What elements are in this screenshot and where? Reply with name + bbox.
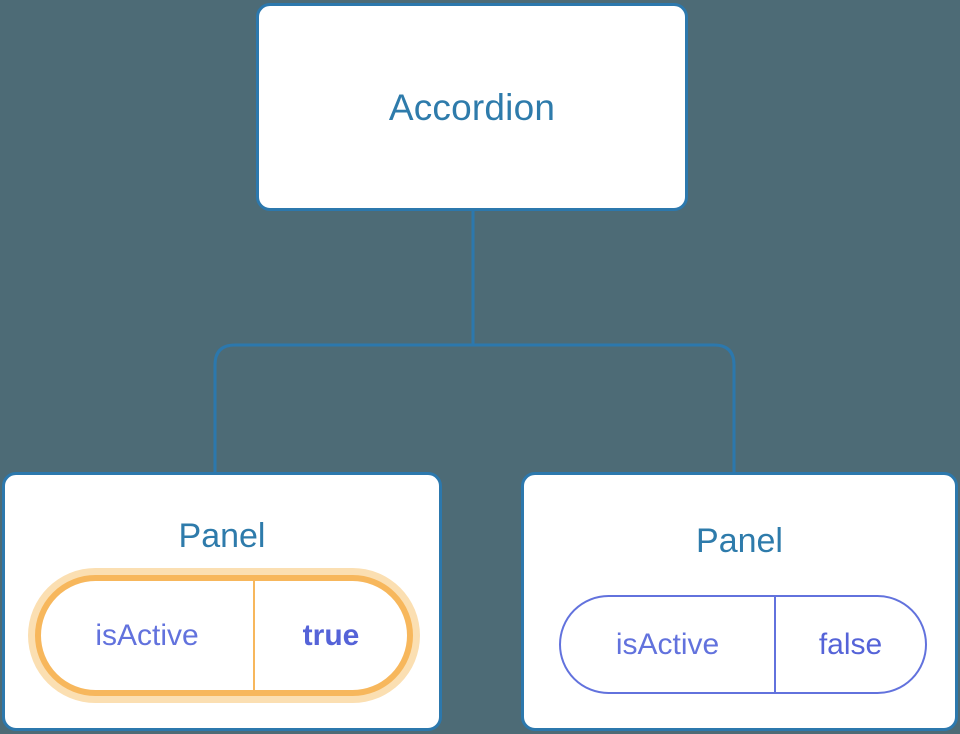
prop-key-cell: isActive xyxy=(41,581,253,690)
prop-value-label: false xyxy=(818,627,883,661)
prop-value-label: true xyxy=(302,618,360,652)
node-panel-inactive-label: Panel xyxy=(696,522,783,560)
prop-key-label: isActive xyxy=(95,618,199,652)
prop-value-cell: false xyxy=(774,597,925,692)
prop-pill-isactive-false[interactable]: isActive false xyxy=(559,595,927,694)
node-accordion-label: Accordion xyxy=(388,86,556,128)
prop-key-label: isActive xyxy=(615,627,720,661)
prop-pill-isactive-true[interactable]: isActive true xyxy=(35,575,413,696)
connector-branch-bar xyxy=(213,343,736,472)
prop-value-cell: true xyxy=(253,581,407,690)
prop-key-cell: isActive xyxy=(561,597,774,692)
node-panel-inactive[interactable]: Panel isActive false xyxy=(521,472,958,731)
node-panel-active[interactable]: Panel isActive true xyxy=(2,472,442,731)
node-accordion[interactable]: Accordion xyxy=(256,3,688,211)
node-panel-active-label: Panel xyxy=(178,517,266,555)
